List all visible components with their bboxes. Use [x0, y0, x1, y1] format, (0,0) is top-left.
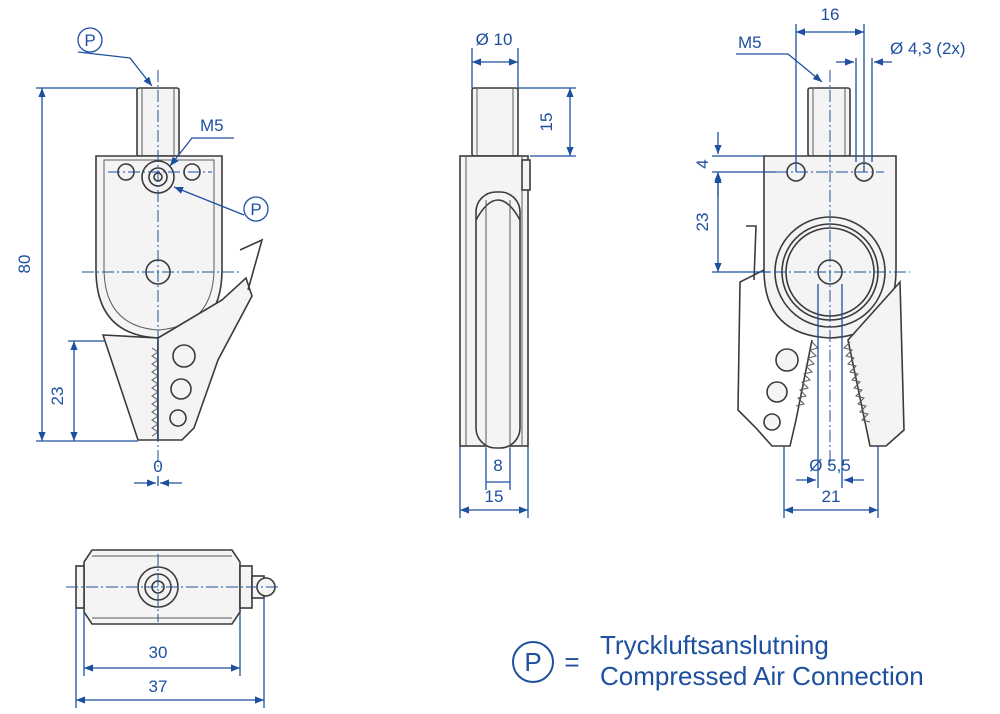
- dim-16: 16: [821, 5, 840, 24]
- dim-30: 30: [149, 643, 168, 662]
- dim-diameter-5-5: Ø 5,5: [809, 456, 851, 475]
- dim-15-side: 15: [537, 113, 556, 132]
- legend-p-symbol: P: [524, 647, 541, 677]
- legend: P = Tryckluftsanslutning Compressed Air …: [512, 630, 924, 691]
- dim-diameter-10: Ø 10: [476, 30, 513, 49]
- dim-23-back: 23: [693, 213, 712, 232]
- dim-8: 8: [493, 456, 502, 475]
- p-symbol-right: P: [250, 200, 261, 219]
- legend-equals: =: [564, 647, 579, 677]
- dim-diameter-4-3: Ø 4,3 (2x): [890, 39, 966, 58]
- top-view-dimensions: [75, 598, 265, 708]
- dim-23-front: 23: [48, 387, 67, 406]
- dim-15-bottom: 15: [485, 487, 504, 506]
- dim-37: 37: [149, 677, 168, 696]
- front-view: [82, 70, 264, 470]
- back-view: [737, 70, 910, 470]
- m5-label-back: M5: [738, 33, 762, 52]
- side-view-dimensions: [459, 48, 576, 518]
- m5-label-front: M5: [200, 116, 224, 135]
- dim-80: 80: [15, 255, 34, 274]
- legend-line-swedish: Tryckluftsanslutning: [600, 630, 829, 660]
- front-view-dimensions: [36, 27, 269, 487]
- back-view-dimensions: [712, 24, 892, 518]
- legend-line-english: Compressed Air Connection: [600, 661, 924, 691]
- p-symbol-top: P: [84, 31, 95, 50]
- top-view: [66, 549, 280, 625]
- dim-4: 4: [693, 159, 712, 168]
- side-view: [459, 87, 531, 449]
- dim-21: 21: [822, 487, 841, 506]
- dim-0: 0: [153, 457, 162, 476]
